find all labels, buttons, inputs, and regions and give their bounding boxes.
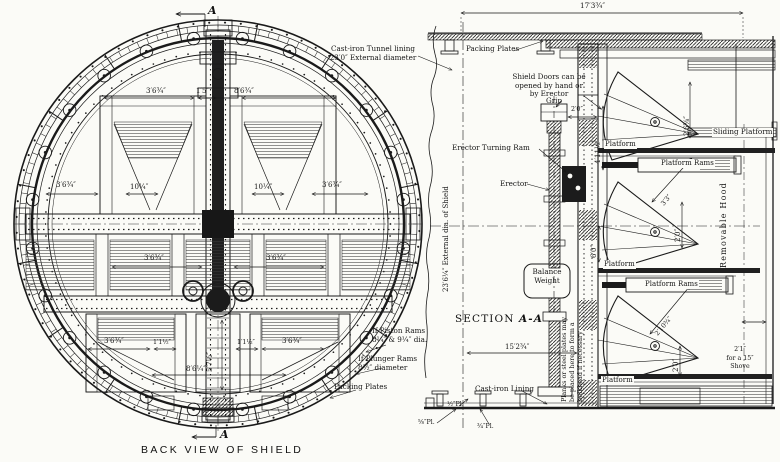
piston-rams-note: If Piston Rams 8¼″ & 9¼″ dia.	[372, 326, 428, 344]
dim-mid-right: 3′6¾″	[322, 181, 342, 189]
section-marker-a-bottom: A	[220, 428, 229, 441]
dim-top-left: 3′6¾″	[146, 87, 166, 95]
dim-bot-left: 3′6¾″	[104, 337, 124, 345]
platform-rams-mid-label: Platform Rams	[644, 280, 699, 289]
dim-grip-offset: 2′0″	[571, 106, 583, 113]
shield-doors-note: Shield Doors can be opened by hand or by…	[512, 72, 586, 98]
dim-mid-left: 3′6¾″	[56, 181, 76, 189]
platform-mid-label: Platform	[603, 260, 636, 269]
grip-label: Grip	[546, 96, 563, 105]
back-view-caption: BACK VIEW OF SHIELD	[141, 444, 304, 456]
dim-mid-left-small: 10¼″	[130, 183, 149, 191]
balance-weight-label: Balance Weight	[532, 267, 562, 285]
platform-bottom-label: Platform	[601, 376, 634, 385]
dim-hood-bottom: 2′0″	[672, 358, 680, 372]
dim-overall-width: 17′3¾″	[580, 1, 606, 10]
dim-external-dia: 23′6¼″ External dia. of Shield	[442, 186, 450, 292]
removable-hood-label: Removable Hood	[719, 182, 728, 268]
platform-top-label: Platform	[604, 140, 637, 149]
erector-turning-ram-label: Erector Turning Ram	[452, 143, 530, 152]
plate-five-eighths-label: ⅝″Pl.	[418, 419, 435, 426]
sliding-platform-label: Sliding Platform	[712, 127, 774, 137]
dim-inner-width: 15′2¾″	[505, 343, 530, 351]
section-drawing	[417, 13, 778, 430]
dim-row3-right: 3′6¾″	[266, 254, 286, 262]
dim-bot-right-small: 1′1½″	[237, 339, 255, 346]
section-marker-a-top: A	[208, 4, 217, 17]
erector-label: Erector	[500, 179, 528, 188]
dim-hood-mid: 2′0″	[674, 228, 682, 242]
dim-door-height: 4′11½″	[594, 139, 602, 164]
dim-bot-left-small: 1′1½″	[153, 339, 171, 346]
cast-iron-lining-label: Cast-iron Lining	[475, 384, 534, 393]
dim-bot-right: 3′6¾″	[282, 337, 302, 345]
plunger-rams-note: If Plunger Rams 8½″ diameter	[358, 354, 418, 372]
dim-row3-left: 3′6¾″	[144, 254, 164, 262]
back-view-drawing	[13, 14, 423, 437]
shove-note: 2′1″ for a 15″ Shove	[726, 346, 754, 370]
packing-plates-note-left: Packing Plates	[334, 382, 388, 391]
plate-three-quarters-label: ¾″Pl.	[477, 423, 494, 430]
plate-half-label: ½″Pl.	[447, 401, 464, 408]
section-caption: SECTION A-A	[455, 313, 543, 325]
dim-top-center: 1′5″	[196, 87, 210, 95]
dim-hood-top: 2′6⅝″	[683, 116, 691, 136]
tunnel-lining-note: Cast-iron Tunnel lining 23′0″ External d…	[329, 44, 417, 62]
planks-note: Planks or steel plates may be placed her…	[560, 317, 584, 402]
platform-rams-top-label: Platform Rams	[660, 159, 715, 168]
dim-bot-center-vert: 5′7½″	[206, 352, 214, 372]
dim-mid-right-small: 10¼″	[254, 183, 273, 191]
dim-bot-width: 8′6¼″	[186, 365, 206, 373]
packing-plates-note-top: Packing Plates	[466, 44, 520, 53]
dim-erector-height: 6′0″	[590, 244, 598, 258]
dim-top-right: 8′6¾″	[234, 87, 254, 95]
